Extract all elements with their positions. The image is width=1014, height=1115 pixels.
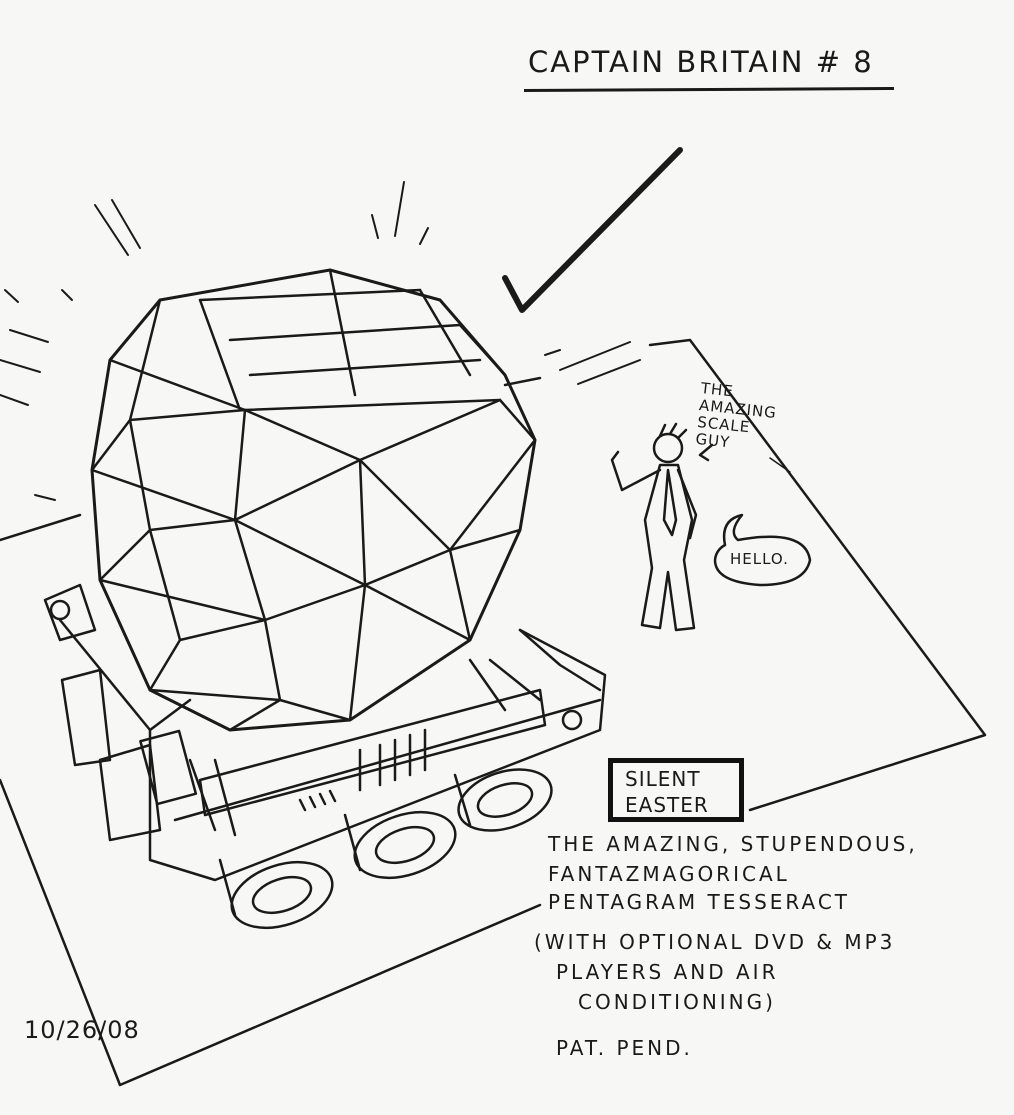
description-line-4: (WITH OPTIONAL DVD & MP3: [534, 930, 896, 954]
logo-line-1: SILENT: [625, 767, 701, 791]
silent-easter-logo: SILENT EASTER: [608, 758, 744, 822]
checkmark-icon: [502, 147, 683, 313]
speech-bubble-text: HELLO.: [730, 550, 789, 568]
vehicle-chassis: [43, 583, 607, 882]
scale-figure: [610, 422, 714, 632]
patent-note: PAT. PEND.: [556, 1036, 693, 1060]
motion-lines: [0, 181, 641, 501]
description-line-5: PLAYERS AND AIR: [556, 960, 779, 984]
description-line-3: PENTAGRAM TESSERACT: [548, 890, 851, 914]
geodesic-pod: [90, 268, 537, 732]
scale-figure-label: THE AMAZING SCALE GUY: [694, 379, 778, 452]
speech-bubble: [713, 513, 812, 587]
wheels: [218, 768, 553, 929]
sketch-date: 10/26/08: [24, 1016, 140, 1044]
page-title: CAPTAIN BRITAIN # 8: [528, 45, 874, 79]
description-line-2: FANTAZMAGORICAL: [548, 862, 790, 886]
ground-plane: [0, 338, 987, 1087]
description-line-6: CONDITIONING): [578, 990, 776, 1014]
description-line-1: THE AMAZING, STUPENDOUS,: [548, 832, 918, 856]
logo-line-2: EASTER: [625, 793, 709, 817]
